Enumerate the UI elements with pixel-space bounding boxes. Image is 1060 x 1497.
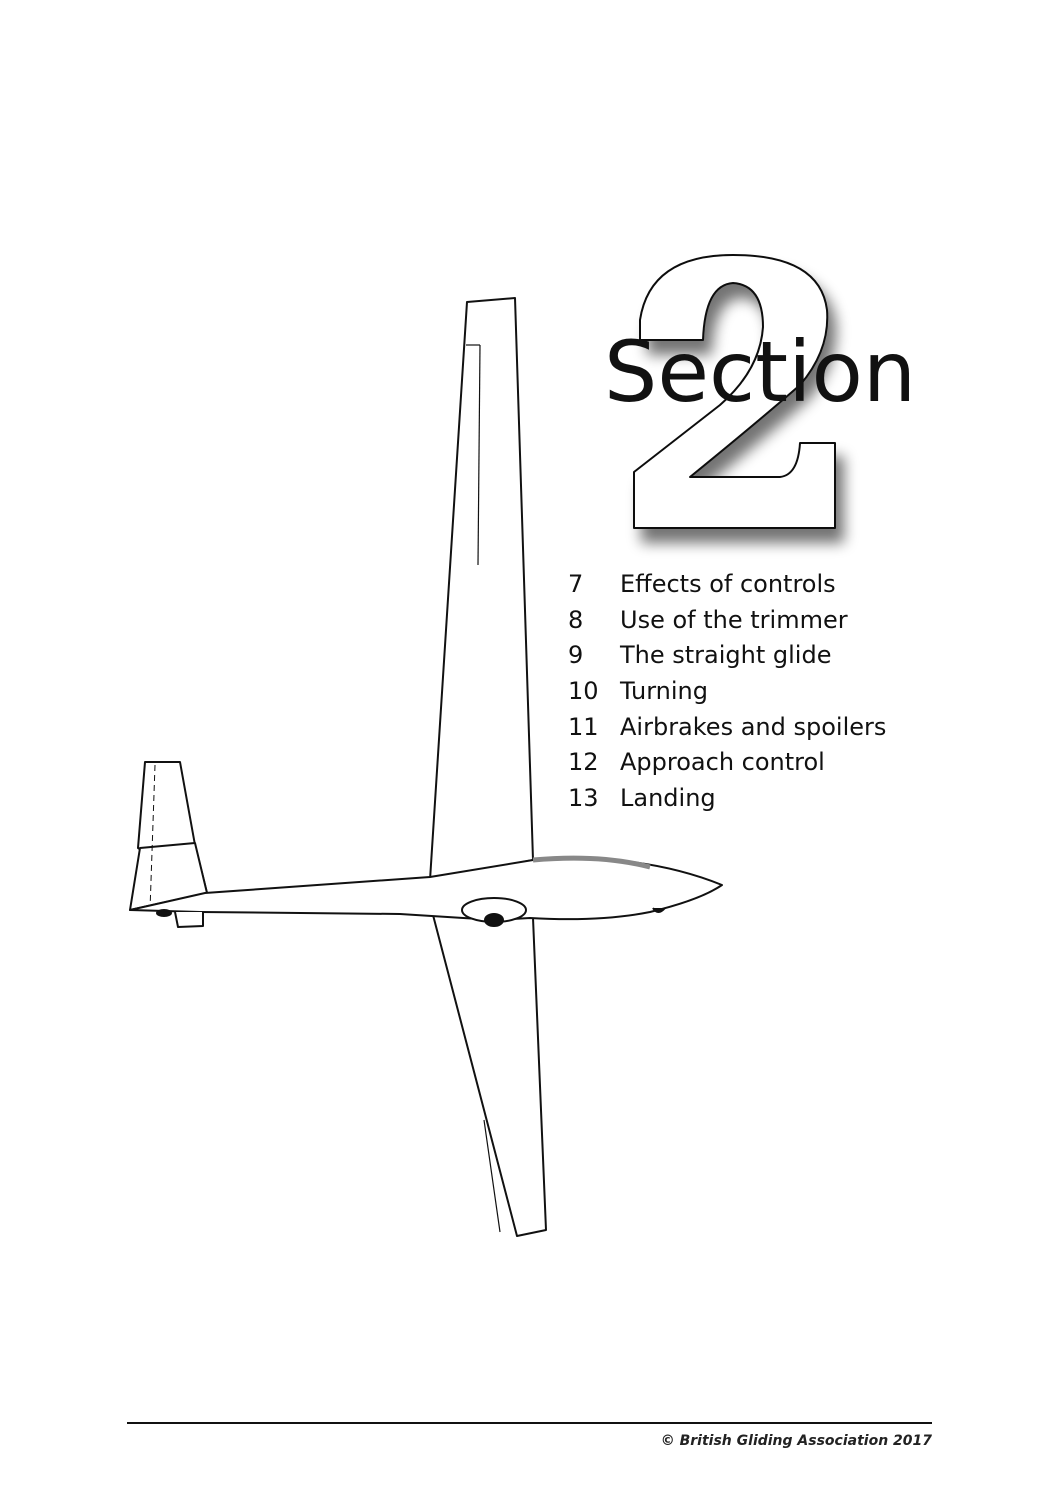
chapter-title: Effects of controls <box>620 569 836 598</box>
contents-list: 7 Effects of controls 8 Use of the trimmer… <box>568 566 886 816</box>
section-number-glyph <box>633 254 836 529</box>
chapter-title: Approach control <box>620 748 825 777</box>
chapter-number: 9 <box>568 641 584 670</box>
footer-divider <box>127 1422 932 1424</box>
main-wheel <box>484 913 504 927</box>
canopy <box>532 855 651 870</box>
nose-skid <box>652 907 666 913</box>
chapter-number: 10 <box>568 676 599 705</box>
tail-skid <box>174 911 204 928</box>
footer-copyright: © British Gliding Association 2017 <box>660 1433 932 1449</box>
contents-item: 12 Approach control <box>568 744 886 780</box>
chapter-number: 11 <box>568 712 599 741</box>
chapter-number: 13 <box>568 783 599 812</box>
contents-item: 9 The straight glide <box>568 637 886 673</box>
chapter-title: Use of the trimmer <box>620 605 848 634</box>
contents-item: 11 Airbrakes and spoilers <box>568 709 886 745</box>
contents-item: 8 Use of the trimmer <box>568 602 886 638</box>
chapter-title: Airbrakes and spoilers <box>620 712 887 741</box>
contents-item: 10 Turning <box>568 673 886 709</box>
chapter-number: 12 <box>568 748 599 777</box>
chapter-title: Turning <box>620 676 708 705</box>
contents-item: 13 Landing <box>568 780 886 816</box>
section-title: Section <box>604 323 917 421</box>
contents-item: 7 Effects of controls <box>568 566 886 602</box>
chapter-number: 8 <box>568 605 584 634</box>
chapter-title: Landing <box>620 783 716 812</box>
aileron-line <box>477 344 481 566</box>
chapter-title: The straight glide <box>620 641 832 670</box>
chapter-number: 7 <box>568 569 584 598</box>
